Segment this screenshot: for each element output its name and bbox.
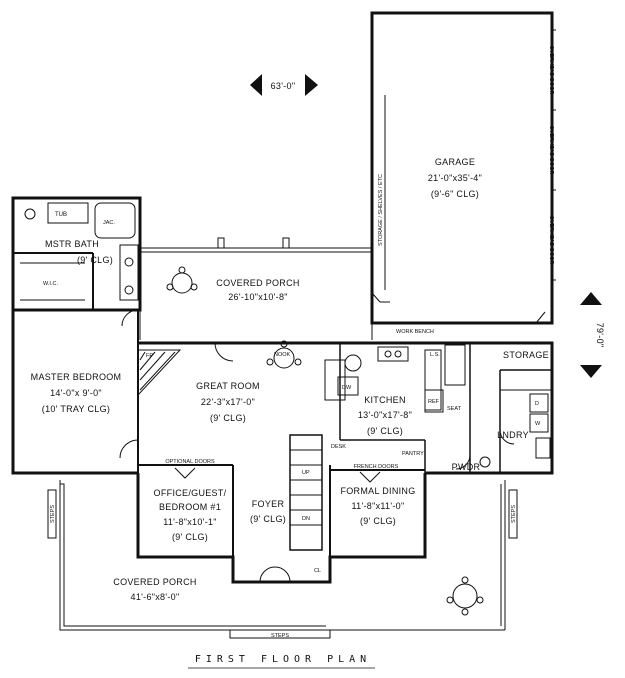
- laundry-label: LNDRY: [497, 430, 529, 440]
- pantry-label: PANTRY: [402, 451, 424, 457]
- main-house-walls: [11, 308, 554, 584]
- master-bedroom-label: MASTER BEDROOM: [31, 372, 122, 382]
- dryer-label: D: [535, 401, 539, 407]
- kitchen-label: KITCHEN: [364, 395, 406, 405]
- front-porch-size: 41'-6"x8'-0": [131, 592, 180, 602]
- rear-porch: [139, 237, 373, 340]
- desk-label: DESK: [331, 444, 346, 450]
- french-doors-label: FRENCH DOORS: [354, 464, 399, 470]
- left-steps-label: STEPS: [50, 505, 56, 523]
- powder-label: PWDR: [452, 462, 481, 472]
- dishwasher-label: DW: [342, 385, 352, 391]
- storage-label: STORAGE: [503, 350, 549, 360]
- width-dimension-arrows: [250, 74, 318, 96]
- garage-size: 21'-0"x35'-4": [428, 173, 482, 183]
- storage-shelves-label: STORAGE / SHELVES / ETC: [378, 174, 384, 246]
- right-steps-label: STEPS: [511, 505, 517, 523]
- overhead-door-label-3: OVERHEAD DOOR: [548, 216, 554, 265]
- jacuzzi-label: JAC.: [103, 220, 115, 226]
- formal-dining-clg: (9' CLG): [360, 516, 396, 526]
- nook-label: NOOK: [274, 352, 291, 358]
- great-room-label: GREAT ROOM: [196, 381, 260, 391]
- work-bench-label: WORK BENCH: [396, 329, 434, 335]
- stair-dn-label: DN: [302, 516, 310, 522]
- plan-title: FIRST FLOOR PLAN: [195, 654, 371, 665]
- great-room-size: 22'-3"x17'-0": [201, 397, 255, 407]
- ref-label: REF: [428, 399, 440, 405]
- master-bath-walls: [11, 196, 142, 312]
- depth-dimension: 79'-0": [595, 323, 605, 348]
- overhead-door-label-1: OVERHEAD DOOR: [548, 46, 554, 95]
- wic-label: W.I.C.: [43, 281, 58, 287]
- master-bath-clg: (9' CLG): [77, 255, 113, 265]
- formal-dining-label: FORMAL DINING: [340, 486, 415, 496]
- width-dimension: 63'-0": [271, 81, 296, 91]
- ls-label: L.S.: [430, 352, 440, 358]
- master-bedroom-clg: (10' TRAY CLG): [42, 404, 110, 414]
- formal-dining-size: 11'-8"x11'-0": [352, 501, 405, 511]
- great-room-clg: (9' CLG): [210, 413, 246, 423]
- office-label-line2: BEDROOM #1: [159, 502, 221, 512]
- front-porch: [47, 480, 518, 639]
- washer-label: W: [535, 421, 541, 427]
- depth-dimension-arrows: [580, 292, 602, 378]
- office-clg: (9' CLG): [172, 532, 208, 542]
- front-porch-label: COVERED PORCH: [113, 577, 196, 587]
- kitchen-size: 13'-0"x17'-8": [358, 410, 412, 420]
- kitchen-clg: (9' CLG): [367, 426, 403, 436]
- garage-walls: [370, 11, 556, 325]
- garage-label: GARAGE: [435, 157, 475, 167]
- office-size: 11'-8"x10'-1": [163, 517, 217, 527]
- master-bedroom-size: 14'-0"x 9'-0": [50, 388, 102, 398]
- front-steps-label: STEPS: [271, 633, 289, 639]
- fireplace-label: FP: [146, 353, 153, 359]
- garage-clg: (9'-6" CLG): [431, 189, 479, 199]
- foyer-label: FOYER: [252, 499, 285, 509]
- stair-up-label: UP: [302, 470, 310, 476]
- optional-doors-label: OPTIONAL DOORS: [165, 459, 215, 465]
- master-bath-label: MSTR BATH: [45, 239, 99, 249]
- tub-label: TUB: [55, 212, 67, 218]
- rear-porch-label: COVERED PORCH: [216, 278, 299, 288]
- closet-label: CL: [314, 568, 321, 574]
- seat-label: SEAT: [447, 406, 462, 412]
- rear-porch-size: 26'-10"x10'-8": [228, 292, 288, 302]
- office-label-line1: OFFICE/GUEST/: [154, 488, 227, 498]
- foyer-clg: (9' CLG): [250, 514, 286, 524]
- overhead-door-label-2: OVERHEAD DOOR: [548, 126, 554, 175]
